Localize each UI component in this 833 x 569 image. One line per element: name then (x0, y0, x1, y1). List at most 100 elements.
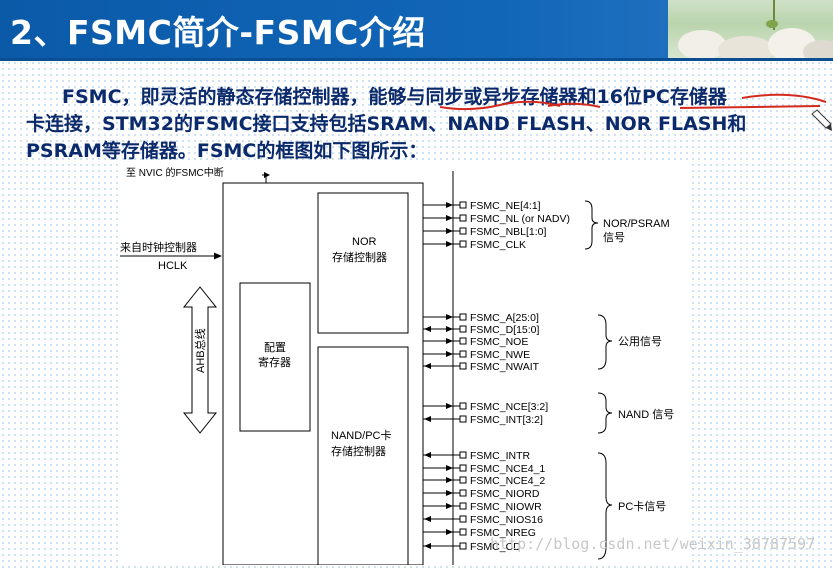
signal-label: FSMC_NCE4_1 (470, 463, 545, 475)
signal-fsmc-niord: FSMC_NIORD (423, 488, 540, 500)
arrowhead-left (424, 452, 431, 458)
pin-square (459, 240, 467, 248)
pin-square (459, 502, 467, 510)
signal-fsmc-nwait: FSMC_NWAIT (423, 361, 540, 373)
arrowhead-right (446, 477, 453, 483)
slide-header: 2、FSMC简介-FSMC介绍 (0, 0, 833, 61)
pin-square (459, 489, 467, 497)
group-label-common: 公用信号 (618, 335, 662, 348)
brace-common (597, 314, 613, 370)
pin-square (459, 515, 467, 523)
slide-title: 2、FSMC简介-FSMC介绍 (10, 13, 426, 52)
signal-label: FSMC_NCE4_2 (470, 475, 545, 487)
nand-label-2: 存储控制器 (331, 444, 386, 458)
signal-label: FSMC_CD (470, 541, 521, 553)
group-label-nand: NAND 信号 (618, 408, 674, 421)
signal-label: FSMC_NCE[3:2] (470, 401, 548, 413)
intro-line-1: FSMC，即灵活的静态存储控制器，能够与同步或异步存储器和16位PC存储器 (62, 86, 727, 108)
arrowhead-right (446, 338, 453, 344)
brace-nand (597, 392, 613, 434)
signal-fsmc-ne-4-1: FSMC_NE[4:1] (423, 200, 541, 212)
signal-label: FSMC_NIOWR (470, 501, 542, 513)
signal-fsmc-nl-or-nadv: FSMC_NL (or NADV) (423, 213, 570, 225)
group-label-nor-2: 信号 (603, 231, 625, 244)
signal-label: FSMC_CLK (470, 239, 526, 251)
pin-square (459, 362, 467, 370)
signal-fsmc-nce-3-2: FSMC_NCE[3:2] (423, 401, 548, 413)
signal-group: FSMC_NE[4:1]FSMC_NL (or NADV)FSMC_NBL[1:… (423, 200, 570, 553)
pin-square (459, 337, 467, 345)
signal-label: FSMC_A[25:0] (470, 312, 539, 324)
config-label-1: 配置 (264, 341, 286, 354)
arrowhead-left (424, 516, 431, 522)
nvic-arrowhead (264, 172, 270, 178)
signal-label: FSMC_NWE (470, 349, 530, 361)
nor-label-1: NOR (352, 236, 377, 248)
signal-fsmc-int-3-2: FSMC_INT[3:2] (423, 414, 543, 426)
ahb-bus-arrow (182, 286, 218, 434)
arrowhead-right (446, 228, 453, 234)
arrowhead-right (446, 529, 453, 535)
arrowhead-right (446, 351, 453, 357)
nor-label-2: 存储控制器 (332, 250, 387, 264)
fsmc-block-diagram: 至 NVIC 的FSMC中断 来自时钟控制器 HCLK AHB总线 配置 寄存器… (118, 163, 688, 566)
arrowhead-right (446, 403, 453, 409)
nand-label-1: NAND/PC卡 (331, 429, 392, 442)
arrowhead-right (446, 490, 453, 496)
intro-line-3: PSRAM等存储器。FSMC的框图如下图所示： (26, 140, 428, 162)
signal-fsmc-clk: FSMC_CLK (423, 239, 526, 251)
clock-label: 来自时钟控制器 (120, 240, 197, 254)
hclk-arrowhead (214, 252, 222, 260)
pin-square (459, 214, 467, 222)
signal-fsmc-a-25-0: FSMC_A[25:0] (423, 312, 539, 324)
signal-fsmc-cd: FSMC_CD (423, 541, 521, 553)
arrowhead-right (446, 503, 453, 509)
nvic-label: 至 NVIC 的FSMC中断 (126, 166, 224, 179)
arrowhead-left (424, 416, 431, 422)
signal-fsmc-intr: FSMC_INTR (423, 450, 531, 462)
brace-nor (584, 200, 599, 250)
pin-square (459, 227, 467, 235)
pin-square (459, 325, 467, 333)
pin-square (459, 201, 467, 209)
signal-fsmc-niowr: FSMC_NIOWR (423, 501, 542, 513)
arrowhead-left (424, 363, 431, 369)
signal-label: FSMC_INTR (470, 450, 531, 462)
group-label-nor-1: NOR/PSRAM (603, 218, 670, 230)
signal-label: FSMC_NIORD (470, 488, 540, 500)
signal-label: FSMC_NREG (470, 527, 536, 539)
config-register-box (239, 282, 311, 432)
pin-square (459, 451, 467, 459)
signal-fsmc-noe: FSMC_NOE (423, 336, 528, 348)
arrowhead-right (446, 202, 453, 208)
arrowhead-right (446, 241, 453, 247)
fsmc-diagram-svg: 至 NVIC 的FSMC中断 来自时钟控制器 HCLK AHB总线 配置 寄存器… (120, 166, 674, 566)
signal-label: FSMC_NWAIT (470, 361, 540, 373)
arrowhead-left (424, 326, 431, 332)
signal-fsmc-nce4-2: FSMC_NCE4_2 (423, 475, 545, 487)
signal-fsmc-nios16: FSMC_NIOS16 (423, 514, 543, 526)
signal-fsmc-nwe: FSMC_NWE (423, 349, 530, 361)
signal-label: FSMC_NBL[1:0] (470, 226, 547, 238)
pin-square (459, 402, 467, 410)
ahb-label: AHB总线 (193, 328, 207, 373)
hclk-label: HCLK (158, 260, 188, 272)
signal-fsmc-d-15-0: FSMC_D[15:0] (423, 324, 540, 336)
arrowhead-right (446, 326, 453, 332)
intro-paragraph: FSMC，即灵活的静态存储控制器，能够与同步或异步存储器和16位PC存储器 卡连… (26, 84, 832, 165)
pin-square (459, 476, 467, 484)
signal-label: FSMC_NOE (470, 336, 528, 348)
signal-fsmc-nbl-1-0: FSMC_NBL[1:0] (423, 226, 547, 238)
pin-square (459, 350, 467, 358)
signal-label: FSMC_NIOS16 (470, 514, 543, 526)
pin-square (459, 415, 467, 423)
pin-square (459, 464, 467, 472)
config-label-2: 寄存器 (258, 355, 291, 369)
arrowhead-left (424, 543, 431, 549)
pin-square (459, 542, 467, 550)
arrowhead-right (446, 215, 453, 221)
brace-pc (597, 452, 613, 560)
signal-label: FSMC_INT[3:2] (470, 414, 543, 426)
pin-square (459, 528, 467, 536)
